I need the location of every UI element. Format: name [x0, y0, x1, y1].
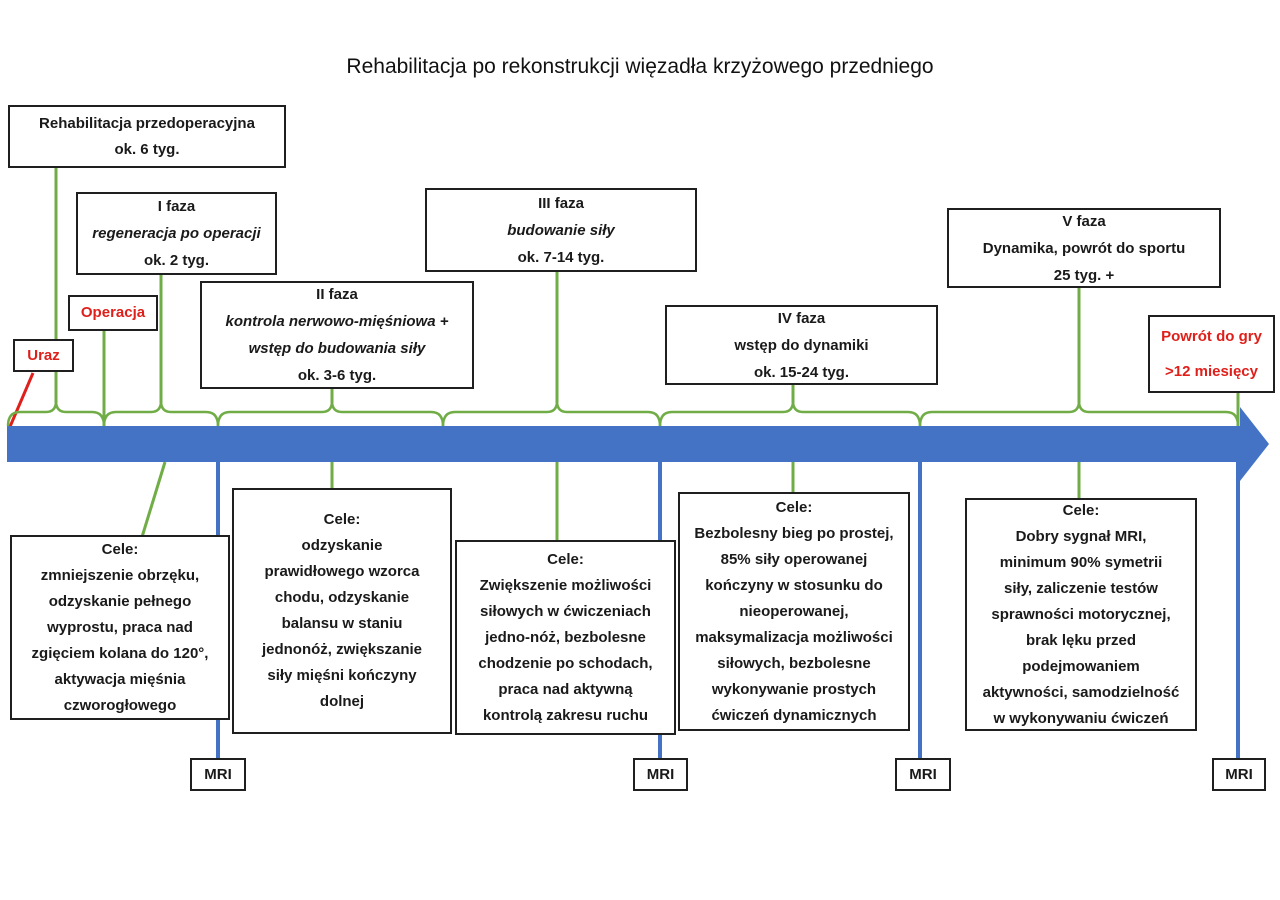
- phase-1-subtitle: regeneracja po operacji: [92, 225, 261, 242]
- phase-4-subtitle: wstęp do dynamiki: [734, 336, 869, 354]
- timeline-arrow: [7, 407, 1269, 481]
- goals-box-1: Cele: zmniejszenie obrzęku, odzyskanie p…: [10, 535, 230, 720]
- brace-faza1: [102, 400, 220, 427]
- brace-faza3: [441, 400, 662, 427]
- powrot-do-gry-box: Powrót do gry >12 miesięcy: [1148, 315, 1275, 393]
- goals-box-2: Cele: odzyskanie prawidłowego wzorca cho…: [232, 488, 452, 734]
- phase-5-duration: 25 tyg. +: [1053, 266, 1115, 284]
- phase-3-subtitle: budowanie siły: [507, 221, 615, 239]
- phase-2-box: II faza kontrola nerwowo-mięśniowa + wst…: [200, 281, 474, 389]
- preop-rehab-box: Rehabilitacja przedoperacyjna ok. 6 tyg.: [8, 105, 286, 168]
- brace-faza4: [658, 400, 922, 427]
- phase-2-duration: ok. 3-6 tyg.: [297, 367, 377, 384]
- phase-3-title: III faza: [538, 194, 584, 212]
- phase-3-box: III faza budowanie siły ok. 7-14 tyg.: [425, 188, 697, 272]
- operacja-box: Operacja: [68, 295, 158, 331]
- brace-faza5: [918, 400, 1240, 427]
- phase-1-box: I faza regeneracja po operacji ok. 2 tyg…: [76, 192, 277, 275]
- phase-3-duration: ok. 7-14 tyg.: [517, 248, 605, 266]
- mri-box-3: MRI: [895, 758, 951, 791]
- phase-braces: [6, 400, 1240, 427]
- mri-box-2: MRI: [633, 758, 688, 791]
- page-title: Rehabilitacja po rekonstrukcji więzadła …: [346, 55, 934, 78]
- goals-box-3: Cele: Zwiększenie możliwości siłowych w …: [455, 540, 676, 735]
- phase-2-title: II faza: [316, 286, 358, 303]
- mri-box-4: MRI: [1212, 758, 1266, 791]
- goals-box-5: Cele: Dobry sygnał MRI, minimum 90% syme…: [965, 498, 1197, 731]
- brace-faza2: [216, 400, 445, 427]
- connector-uraz: [7, 372, 35, 430]
- phase-5-box: V faza Dynamika, powrót do sportu 25 tyg…: [947, 208, 1221, 288]
- connector-goal-1: [140, 461, 167, 538]
- uraz-box: Uraz: [13, 339, 74, 372]
- phase-2-subtitle: kontrola nerwowo-mięśniowa + wstęp do bu…: [225, 313, 449, 357]
- phase-4-duration: ok. 15-24 tyg.: [753, 363, 850, 381]
- brace-preop: [6, 400, 106, 427]
- phase-5-subtitle: Dynamika, powrót do sportu: [982, 239, 1186, 257]
- phase-4-title: IV faza: [777, 309, 826, 327]
- mri-box-1: MRI: [190, 758, 246, 791]
- goals-box-4: Cele: Bezbolesny bieg po prostej, 85% si…: [678, 492, 910, 731]
- phase-4-box: IV faza wstęp do dynamiki ok. 15-24 tyg.: [665, 305, 938, 385]
- phase-1-title: I faza: [157, 198, 196, 215]
- phase-5-title: V faza: [1062, 212, 1106, 230]
- phase-1-duration: ok. 2 tyg.: [143, 252, 210, 269]
